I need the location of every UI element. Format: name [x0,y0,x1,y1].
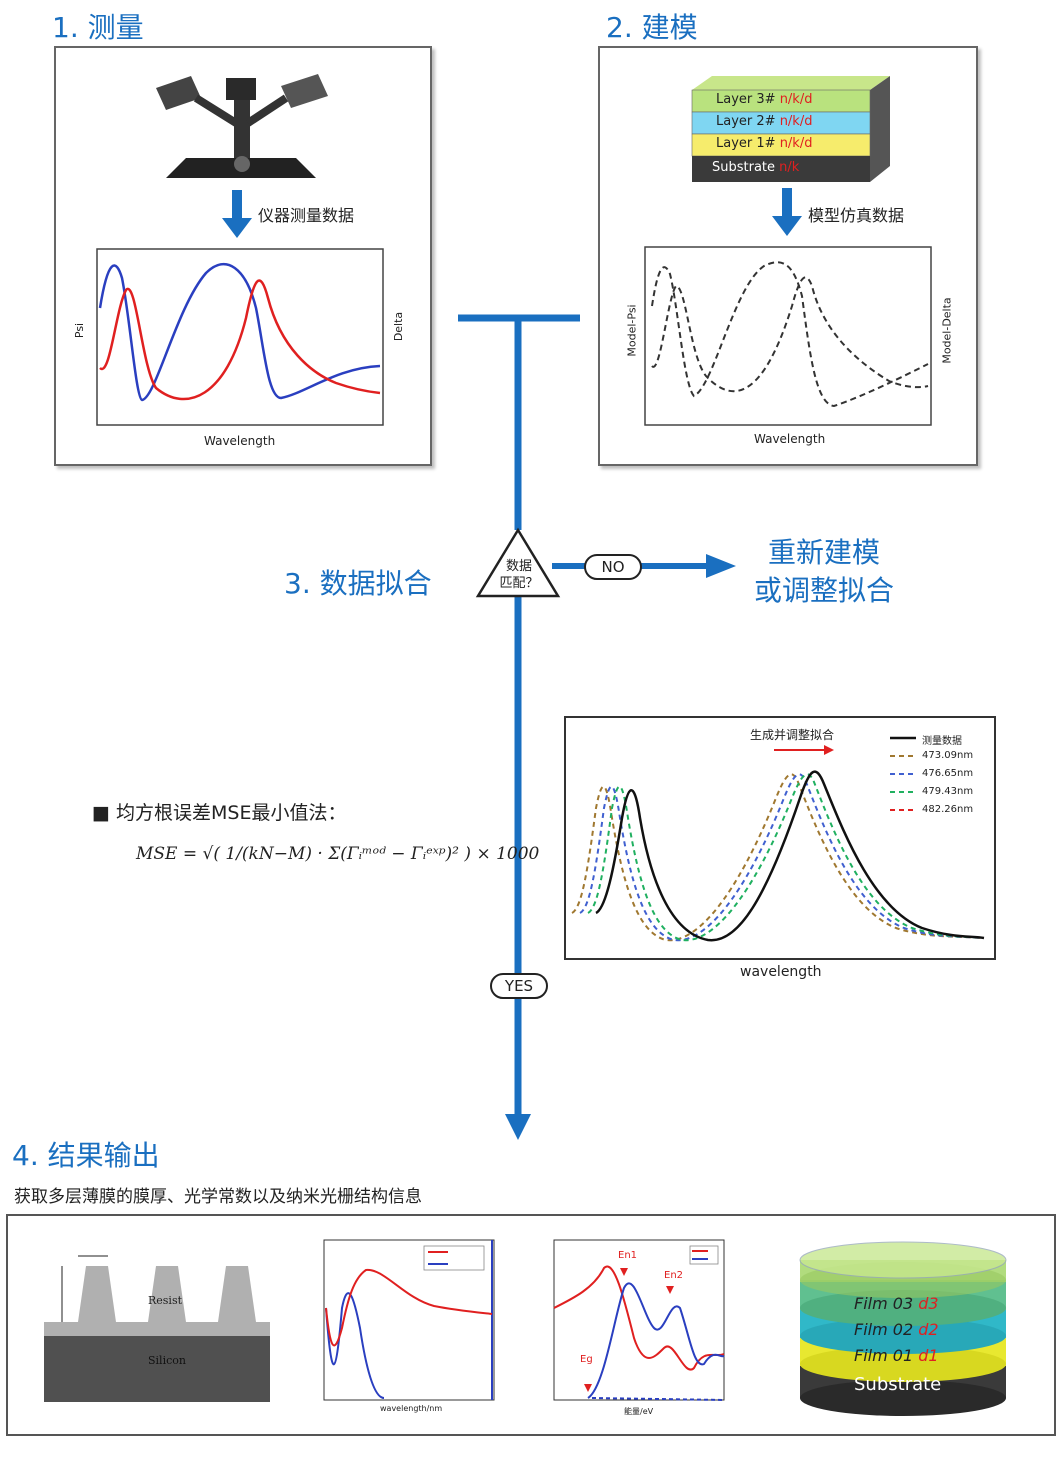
substrate-label: Substrate n/k [712,160,800,175]
stack-substrate-label: Substrate [854,1374,942,1395]
decision-label: 数据 匹配？ [499,559,539,591]
model-psi-curve [651,261,929,408]
measured-data-plot [96,248,384,426]
step2-title: 2. 建模 [606,11,698,44]
legend-476: 476.65nm [922,768,974,779]
resist-label: Resist [148,1294,183,1307]
step4-subtitle: 获取多层薄膜的膜厚、光学常数以及纳米光栅结构信息 [14,1187,422,1207]
step3-title: 3. 数据拟合 [284,567,432,600]
step4-title: 4. 结果输出 [12,1139,160,1172]
results-panel: Resist Silicon wavelength/nm En1 En2 Eg … [6,1214,1056,1436]
ellipsometer-instrument-icon [156,74,328,178]
decision-triangle [475,527,561,598]
step1-panel: 仪器测量数据 Psi Delta Wavelength [54,46,432,466]
series-479 [579,773,982,942]
layer-3-label: Layer 3# n/k/d [716,92,813,107]
fit-annotation: 生成并调整拟合 [750,728,835,742]
energy-spectrum-chart [553,1239,725,1401]
chart1-xlabel: wavelength/nm [380,1404,443,1413]
silicon-label: Silicon [148,1354,186,1367]
no-branch-label: NO [584,554,642,580]
step1-arrow-caption: 仪器测量数据 [258,206,355,225]
legend-479: 479.43nm [922,786,974,797]
peak-en2-label: En2 [664,1270,684,1281]
peak-en1-label: En1 [618,1250,638,1261]
model-delta-curve [651,276,929,393]
film-stack-cylinder [799,1241,1007,1416]
chart2-xlabel: 能量/eV [624,1407,654,1416]
measured-delta-curve [99,279,381,401]
simulated-data-plot [644,246,932,426]
layer-2-label: Layer 2# n/k/d [716,114,813,129]
series-measured [595,770,985,942]
down-arrow-icon [222,190,252,238]
legend-482: 482.26nm [922,804,974,815]
fit-chart-plot [571,736,985,942]
nano-grating-diagram [44,1255,270,1402]
legend-measured: 测量数据 [922,736,962,747]
yes-branch-label: YES [490,973,548,999]
remodel-text: 重新建模 或调整拟合 [753,536,894,607]
measured-psi-curve [98,262,381,402]
mse-formula: MSE = √( 1/(kN−M) · Σ(Γᵢᵐᵒᵈ − Γᵢᵉˣᵖ)² ) … [136,844,540,864]
optical-constants-chart [323,1239,495,1401]
film-02-label: Film 02 d2 [854,1320,939,1339]
step2-xlabel: Wavelength [754,432,826,446]
mse-heading: ■ 均方根误差MSE最小值法： [92,802,347,824]
step1-xlabel: Wavelength [204,434,276,448]
gap-eg-label: Eg [580,1354,593,1365]
series-482 [571,773,982,942]
fit-chart-panel: 生成并调整拟合 测量数据 473.09nm 476.65nm 479.43nm … [564,716,996,960]
layer-1-label: Layer 1# n/k/d [716,136,813,151]
legend-473: 473.09nm [922,750,974,761]
film-03-label: Film 03 d3 [854,1294,939,1313]
layer-stack-model [691,76,890,182]
down-arrow-icon [772,188,802,236]
film-01-label: Film 01 d1 [854,1346,939,1365]
step1-title: 1. 测量 [52,11,144,44]
series-476 [587,773,982,942]
step2-panel: Layer 3# n/k/d Layer 2# n/k/d Layer 1# n… [598,46,978,466]
fit-chart-xlabel: wavelength [740,964,822,980]
step2-arrow-caption: 模型仿真数据 [808,206,905,225]
